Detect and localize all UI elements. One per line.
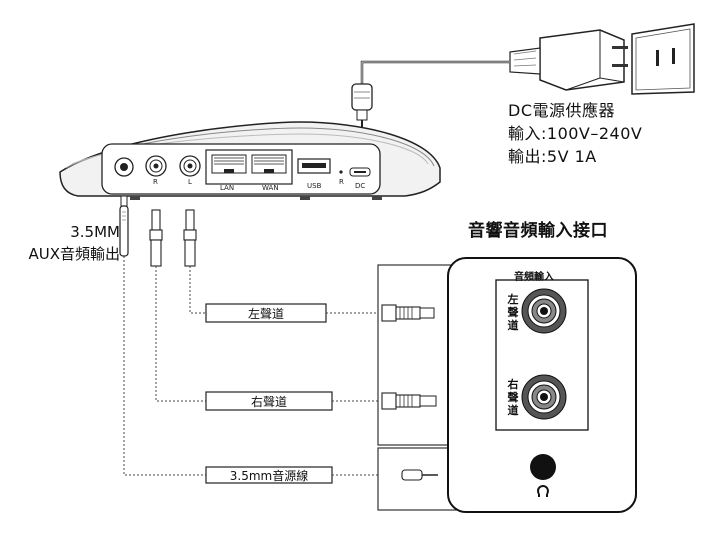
port-label-reset: R (339, 178, 344, 186)
adapter-label-line-3: 輸出:5V 1A (508, 147, 597, 166)
aux-plug (401, 469, 438, 481)
port-label-usb: USB (307, 182, 322, 190)
rca-right-plug (381, 392, 437, 410)
port-label-dc: DC (355, 182, 366, 190)
dc-plug (351, 83, 373, 132)
rca-right-port-icon (145, 155, 167, 177)
port-label-l: L (188, 178, 192, 186)
reset-pin-icon (339, 170, 343, 174)
rca-left-cable (183, 209, 206, 314)
wall-socket (631, 23, 695, 95)
aux-input-jack-icon (530, 454, 556, 497)
wan-port-icon (251, 154, 287, 174)
rca-right-cable (149, 209, 206, 402)
cable-label-aux: 3.5mm音源線 (229, 469, 309, 483)
audio-input-label: 音頻輸入 (514, 272, 554, 283)
power-adapter-icon (509, 29, 628, 91)
right-rca-jack-icon (521, 374, 567, 420)
rca-left-plug (381, 304, 435, 322)
port-label-lan: LAN (220, 184, 235, 192)
aux-label-line-1: 3.5MM (70, 223, 120, 241)
rca-left-port-icon (179, 155, 201, 177)
aux-label-line-2: AUX音頻輸出 (28, 245, 120, 263)
cable-label-right: 右聲道 (250, 395, 287, 409)
left-jack-label: 左聲道 (507, 293, 519, 332)
dc-cable (360, 60, 510, 84)
lan-port-icon (211, 154, 247, 174)
dc-port-icon (349, 167, 371, 177)
adapter-label-line-1: DC電源供應器 (508, 101, 615, 120)
cable-label-left: 左聲道 (247, 307, 284, 321)
right-jack-label: 右聲道 (507, 378, 519, 417)
left-rca-jack-icon (521, 288, 567, 334)
port-label-wan: WAN (262, 184, 279, 192)
speaker-input-title: 音響音頻輸入接口 (468, 221, 608, 241)
adapter-label-line-2: 輸入:100V–240V (508, 124, 643, 143)
aux-port-icon (114, 157, 134, 177)
media-player-device (59, 121, 441, 200)
usb-port-icon (297, 158, 331, 174)
port-label-r: R (153, 178, 158, 186)
aux-cable (119, 195, 206, 476)
